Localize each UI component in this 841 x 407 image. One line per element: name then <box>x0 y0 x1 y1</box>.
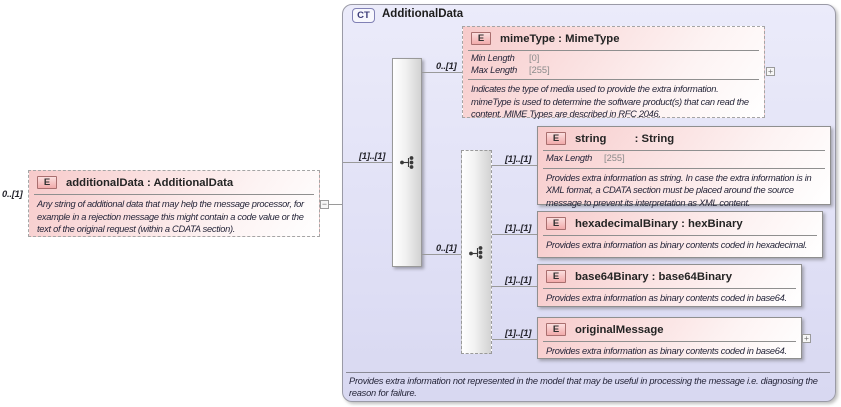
plus-glyph: + <box>804 333 809 343</box>
element-icon: E <box>546 323 566 336</box>
element-base64Binary[interactable]: E base64Binary : base64Binary Provides e… <box>537 264 802 307</box>
element-icon: E <box>546 132 566 145</box>
facet-value: [0] <box>529 53 540 63</box>
facet-label: Max Length <box>471 64 518 75</box>
element-header: E string : String <box>538 127 830 148</box>
facet-row: Min Length [0] <box>471 53 756 65</box>
element-icon: E <box>546 270 566 283</box>
connector-to-mimetype <box>422 72 462 73</box>
facet-value: [255] <box>604 153 625 163</box>
divider <box>468 50 759 51</box>
choice-compositor[interactable] <box>461 150 492 354</box>
element-doc: Indicates the type of media used to prov… <box>471 84 749 119</box>
element-title: string : String <box>575 132 675 145</box>
connector-to-choice <box>422 254 461 255</box>
divider <box>468 79 759 80</box>
element-header: E hexadecimalBinary : hexBinary <box>538 212 822 233</box>
complex-type-doc: Provides extra information not represent… <box>349 376 818 398</box>
string-cardinality: [1]..[1] <box>505 154 532 164</box>
facet-value: [255] <box>529 64 550 75</box>
element-title: additionalData : AdditionalData <box>66 176 234 189</box>
originalmessage-cardinality: [1]..[1] <box>505 328 532 338</box>
element-icon: E <box>546 217 566 230</box>
expand-toggle-icon[interactable]: + <box>802 334 811 343</box>
divider <box>543 235 817 236</box>
element-doc: Provides extra information as binary con… <box>546 240 808 250</box>
facet-list: Max Length [255] <box>538 151 830 166</box>
choice-cardinality: 0..[1] <box>436 243 457 253</box>
complex-type-title: AdditionalData <box>382 8 464 20</box>
element-doc: Provides extra information as string. In… <box>546 172 812 208</box>
element-doc: Provides extra information as binary con… <box>546 293 787 303</box>
divider <box>34 194 314 195</box>
element-icon: E <box>37 176 57 189</box>
divider <box>543 167 825 169</box>
divider <box>346 372 830 373</box>
minus-glyph: − <box>322 199 327 209</box>
facet-label: Min Length <box>471 53 515 63</box>
connector-to-base64binary <box>492 286 537 287</box>
choice-icon <box>469 245 483 259</box>
element-mimeType[interactable]: E mimeType : MimeType Min Length [0] Max… <box>462 26 765 119</box>
connector-to-string <box>492 165 537 166</box>
sequence-icon <box>399 156 413 169</box>
base64binary-cardinality: [1]..[1] <box>505 275 532 285</box>
divider <box>543 288 796 289</box>
connector-to-hexadecimalbinary <box>492 234 537 235</box>
divider <box>543 150 825 151</box>
element-header: E base64Binary : base64Binary <box>538 265 801 286</box>
collapse-toggle-icon[interactable]: − <box>320 200 329 209</box>
element-header: E originalMessage <box>538 318 801 339</box>
element-title: mimeType : MimeType <box>500 32 620 45</box>
facet-label: Max Length <box>546 153 593 163</box>
sequence-cardinality: [1]..[1] <box>359 151 386 161</box>
element-header: E additionalData : AdditionalData <box>29 171 319 192</box>
divider <box>543 341 796 342</box>
facet-row: Max Length [255] <box>546 153 822 165</box>
facet-row: Max Length [255] <box>471 65 756 77</box>
element-string[interactable]: E string : String Max Length [255] Provi… <box>537 126 831 208</box>
element-hexadecimalBinary[interactable]: E hexadecimalBinary : hexBinary Provides… <box>537 211 823 258</box>
element-originalMessage[interactable]: E originalMessage Provides extra informa… <box>537 317 802 359</box>
element-title: originalMessage <box>575 323 664 336</box>
hexadecimalbinary-cardinality: [1]..[1] <box>505 223 532 233</box>
element-additionalData[interactable]: E additionalData : AdditionalData Any st… <box>28 170 320 237</box>
expand-toggle-icon[interactable]: + <box>766 67 775 76</box>
element-doc: Provides extra information as binary con… <box>546 346 787 356</box>
plus-glyph: + <box>768 66 773 76</box>
element-doc: Any string of additional data that may h… <box>37 199 304 234</box>
element-icon: E <box>471 32 491 45</box>
connector-source-to-type <box>329 204 343 205</box>
facet-list: Min Length [0] Max Length [255] <box>463 51 764 77</box>
element-title: hexadecimalBinary : hexBinary <box>575 217 743 230</box>
mimetype-cardinality: 0..[1] <box>436 61 457 71</box>
element-header: E mimeType : MimeType <box>463 27 764 48</box>
sequence-compositor[interactable] <box>392 58 422 267</box>
element-title: base64Binary : base64Binary <box>575 270 732 283</box>
complex-type-icon: CT <box>352 8 375 23</box>
source-element-cardinality: 0..[1] <box>2 189 23 199</box>
connector-to-originalmessage <box>492 339 537 340</box>
connector-to-sequence <box>343 162 392 163</box>
